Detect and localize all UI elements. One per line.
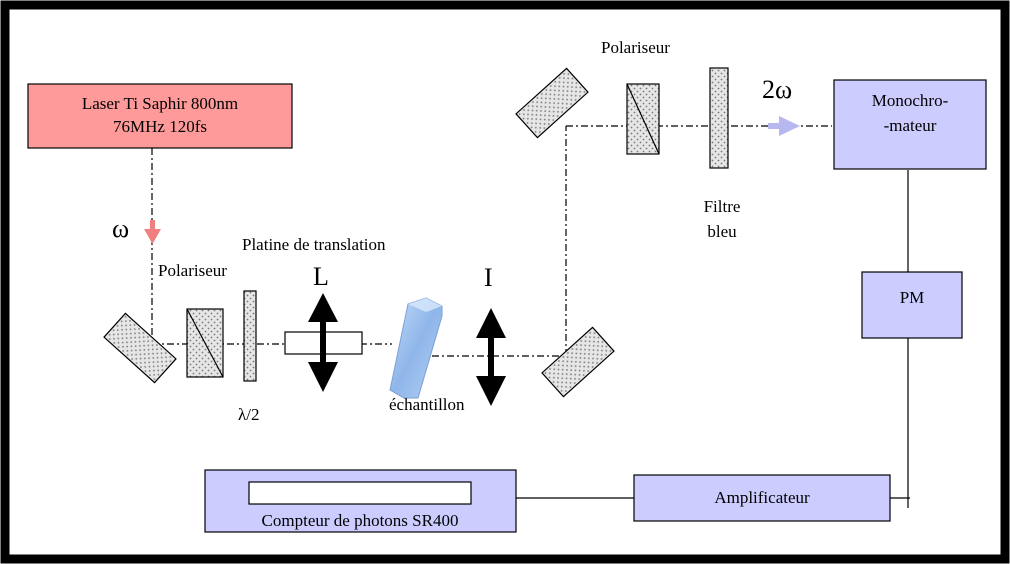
lens-I: [476, 308, 506, 406]
mirror-2: [541, 326, 615, 398]
polarizer-left-label: Polariseur: [158, 261, 227, 280]
blue-filter-label-line1: Filtre: [704, 197, 741, 216]
lens-I-label: I: [484, 263, 493, 292]
laser-label-line2: 76MHz 120fs: [113, 117, 207, 136]
polarizer-top: [626, 83, 660, 155]
photomultiplier-label: PM: [900, 288, 925, 307]
omega-arrow: [144, 220, 161, 244]
sample-label: échantillon: [389, 395, 465, 414]
laser-label-line1: Laser Ti Saphir 800nm: [82, 94, 238, 113]
photomultiplier: [861, 271, 963, 339]
laser-source: [27, 83, 293, 149]
two-omega-label: 2ω: [762, 75, 792, 104]
omega-label: ω: [112, 214, 129, 243]
polarizer-top-label: Polariseur: [601, 38, 670, 57]
lens-L-label: L: [313, 262, 329, 291]
signal-cables: [516, 170, 910, 508]
mirror-1: [103, 312, 177, 384]
monochromator: [833, 79, 987, 170]
lens-L: [308, 293, 338, 392]
blue-filter: [709, 67, 729, 169]
blue-filter-label-line2: bleu: [707, 222, 737, 241]
amplifier: [633, 474, 891, 522]
monochromator-label-line1: Monochro-: [872, 91, 949, 110]
photon-counter-label: Compteur de photons SR400: [262, 511, 459, 530]
mirror-3: [515, 67, 589, 139]
amplifier-label: Amplificateur: [714, 488, 810, 507]
translation-stage-label: Platine de translation: [242, 235, 386, 254]
monochromator-label-line2: -mateur: [884, 116, 937, 135]
half-wave-plate: [243, 290, 257, 382]
polarizer-left: [186, 308, 224, 378]
half-wave-label: λ/2: [238, 405, 259, 424]
two-omega-arrow: [768, 116, 800, 136]
sample: [389, 297, 443, 399]
photon-counter-display: [248, 481, 472, 505]
